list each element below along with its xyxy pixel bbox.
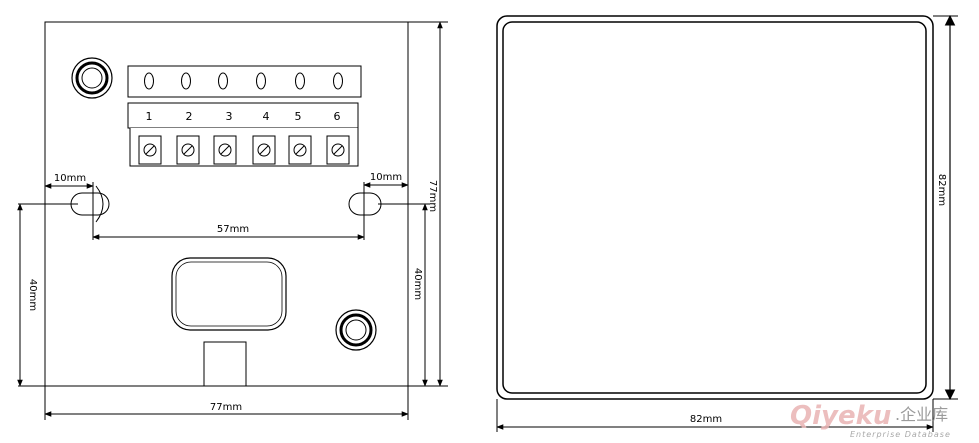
dim-front-width-label: 82mm <box>690 414 722 425</box>
right-mounting-slot <box>348 182 382 240</box>
dim-left-height: 40mm <box>17 203 38 387</box>
dim-hole-spacing-label: 57mm <box>217 224 249 235</box>
rear-cutout-inner <box>175 261 283 327</box>
dim-left-height-label: 40mm <box>27 279 38 311</box>
dim-back-height: 77mm <box>427 21 443 387</box>
terminal-oval-holes <box>144 72 343 90</box>
terminal-screws <box>129 128 359 167</box>
dim-back-width-label: 77mm <box>210 402 242 413</box>
back-view: 1 2 3 4 5 6 <box>17 21 448 420</box>
terminal-label-5: 5 <box>295 110 302 123</box>
dim-front-height: 82mm <box>936 14 956 401</box>
watermark-logo: Qiyeku .企业库 Enterprise Database <box>790 401 951 439</box>
dim-front-height-label: 82mm <box>936 174 947 206</box>
terminal-label-2: 2 <box>186 110 193 123</box>
dim-right-height-label: 40mm <box>412 268 423 300</box>
rear-cutout-window <box>171 257 287 331</box>
front-view: 82mm 82mm <box>496 14 958 432</box>
terminal-label-3: 3 <box>226 110 233 123</box>
bottom-right-screw <box>335 309 377 351</box>
dim-front-width: 82mm <box>496 414 934 430</box>
watermark-brand: Qiyeku <box>790 401 891 431</box>
top-left-screw <box>71 57 113 99</box>
terminal-label-4: 4 <box>263 110 270 123</box>
dim-left-hole-offset-label: 10mm <box>54 173 86 184</box>
dim-back-width: 77mm <box>44 386 409 420</box>
dim-back-height-label: 77mm <box>427 180 438 212</box>
dim-right-height: 40mm <box>412 203 428 387</box>
terminal-label-1: 1 <box>146 110 153 123</box>
dim-hole-spacing: 57mm <box>92 224 365 240</box>
terminal-label-6: 6 <box>334 110 341 123</box>
terminal-label-strip <box>127 102 359 129</box>
bottom-connector-tab <box>203 341 247 387</box>
terminal-strip-top <box>127 65 362 98</box>
dim-left-hole-offset: 10mm <box>44 173 94 189</box>
watermark-tagline: Enterprise Database <box>850 430 951 439</box>
watermark-chinese: .企业库 <box>895 405 948 424</box>
front-bezel-inner <box>502 21 927 394</box>
dim-right-hole-offset-label: 10mm <box>370 172 402 183</box>
dim-right-hole-offset: 10mm <box>363 172 409 188</box>
